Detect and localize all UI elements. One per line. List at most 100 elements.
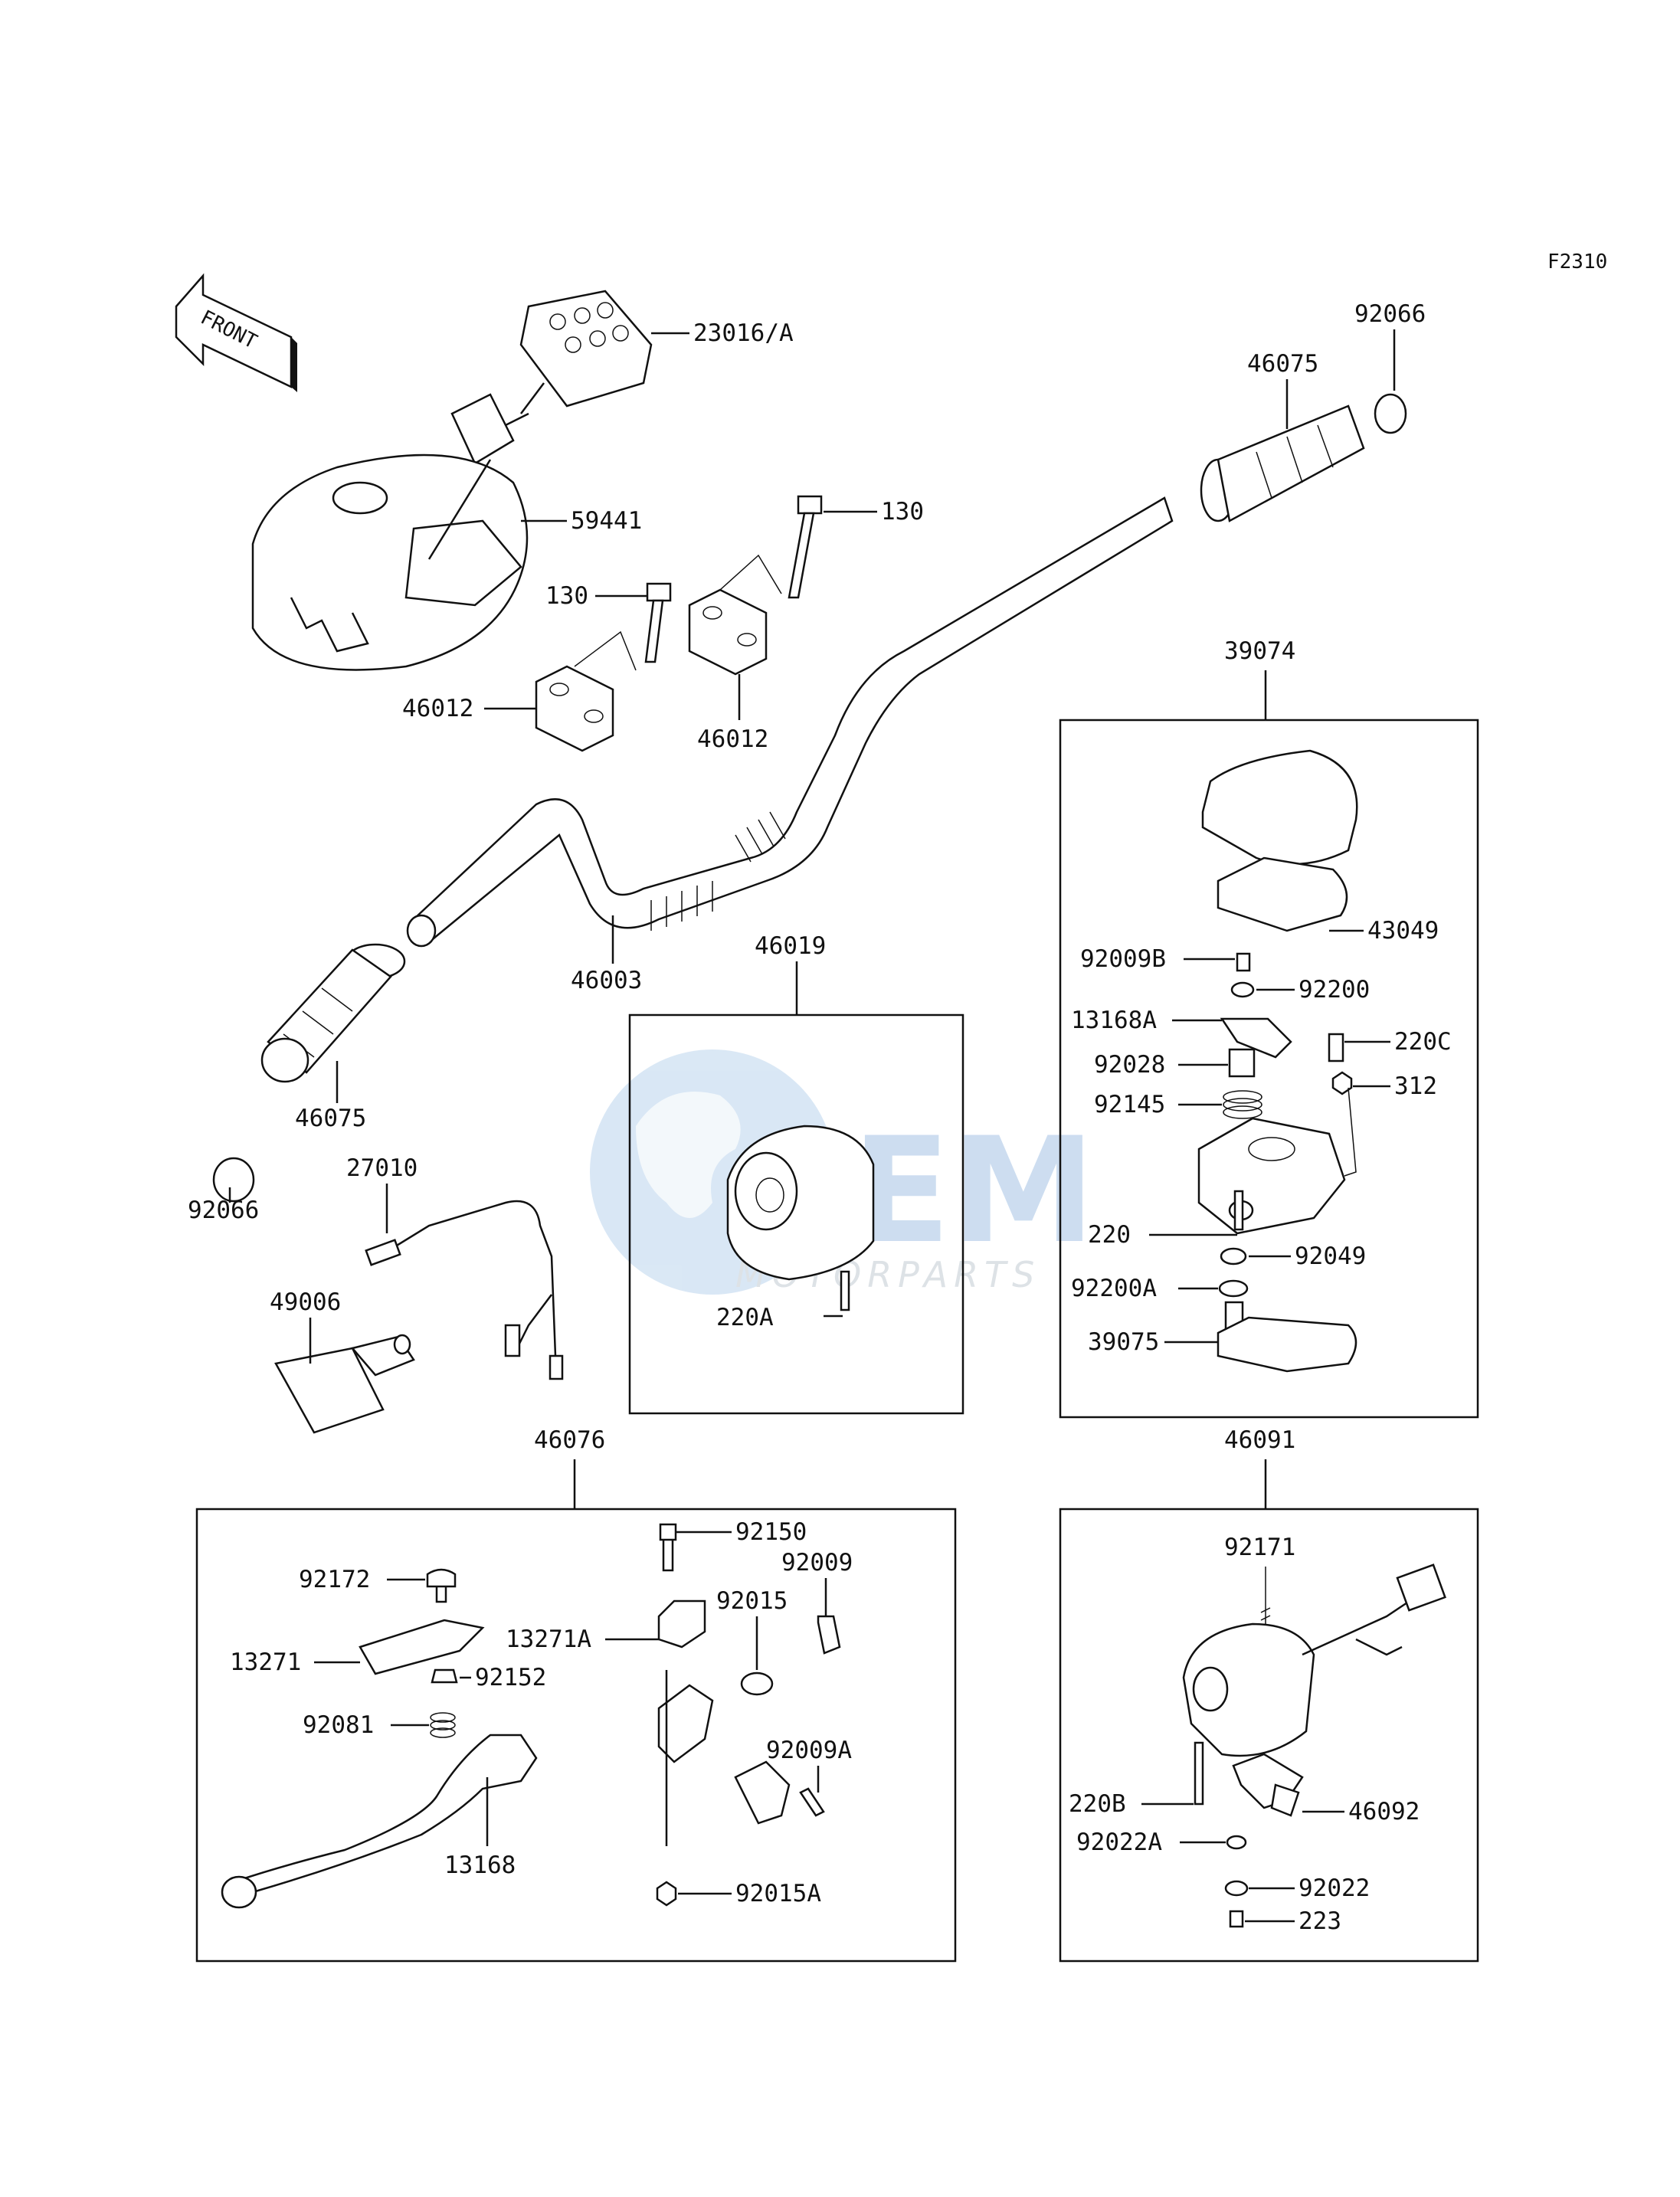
- grip-icon: [212, 943, 406, 1203]
- label-223: 223: [1298, 1907, 1341, 1935]
- label-13168: 13168: [444, 1852, 516, 1879]
- label-92200: 92200: [1298, 976, 1370, 1004]
- switch-plate-icon: [359, 1619, 485, 1675]
- bolt-icon: [1328, 1033, 1344, 1062]
- label-92081: 92081: [303, 1711, 374, 1739]
- pin-icon: [431, 1668, 458, 1684]
- label-46019: 46019: [755, 932, 826, 960]
- nut-icon: [656, 1881, 677, 1907]
- label-220c: 220C: [1394, 1028, 1452, 1056]
- label-220a: 220A: [716, 1304, 774, 1331]
- throttle-cover-icon: [1201, 749, 1358, 866]
- label-92015a: 92015A: [735, 1880, 821, 1907]
- handlebar-cover-icon: [251, 453, 529, 671]
- label-46076: 46076: [534, 1426, 605, 1454]
- figure-code: F2310: [1547, 250, 1607, 273]
- bracket-icon: [657, 1599, 706, 1649]
- label-13271a: 13271A: [506, 1626, 591, 1653]
- label-92171: 92171: [1224, 1534, 1295, 1561]
- bolt-icon: [659, 1523, 677, 1572]
- adjuster-icon: [817, 1615, 841, 1655]
- label-312: 312: [1394, 1072, 1437, 1100]
- throttle-case-icon: [1197, 1087, 1357, 1235]
- label-46075-right: 46075: [1247, 350, 1318, 378]
- throttle-housing-icon: [274, 1334, 415, 1434]
- clamp-icon: [535, 630, 637, 752]
- screw-icon: [426, 1568, 457, 1603]
- label-46003: 46003: [571, 967, 642, 994]
- label-46091: 46091: [1224, 1426, 1295, 1454]
- nut-icon: [1331, 1071, 1353, 1095]
- label-220: 220: [1088, 1221, 1131, 1249]
- label-13168a: 13168A: [1071, 1007, 1157, 1034]
- box-39074: [1059, 719, 1479, 1419]
- label-23016: 23016/A: [693, 319, 794, 347]
- lever-bracket-icon: [657, 1670, 791, 1846]
- screw-icon: [1229, 1910, 1244, 1928]
- brake-lever-icon: [221, 1734, 538, 1909]
- front-arrow-icon: FRONT: [175, 273, 297, 392]
- collar-icon: [1228, 1048, 1256, 1078]
- clamp-icon: [688, 554, 782, 676]
- adjuster-screw-icon: [799, 1787, 825, 1817]
- label-92009: 92009: [781, 1549, 853, 1577]
- label-92145: 92145: [1094, 1091, 1165, 1118]
- choke-lever-icon: [1232, 1753, 1304, 1817]
- throttle-cable-icon: [365, 1200, 564, 1380]
- label-220b: 220B: [1069, 1790, 1126, 1818]
- spring-icon: [430, 1712, 456, 1738]
- label-92152: 92152: [475, 1664, 546, 1691]
- screw-icon: [1233, 1190, 1244, 1231]
- switch-assembly-icon: [1182, 1563, 1446, 1757]
- label-92049: 92049: [1295, 1243, 1366, 1270]
- label-92172: 92172: [299, 1566, 370, 1593]
- spring-icon: [1223, 1090, 1262, 1119]
- throttle-lever-icon: [1217, 1301, 1357, 1373]
- label-92009a: 92009A: [766, 1737, 852, 1764]
- label-92015: 92015: [716, 1587, 788, 1615]
- washer-icon: [1226, 1835, 1247, 1850]
- label-13271: 13271: [230, 1649, 301, 1676]
- label-46012-right: 46012: [697, 725, 768, 753]
- label-92200a: 92200A: [1071, 1275, 1157, 1302]
- label-46092: 46092: [1348, 1798, 1420, 1825]
- switch-housing-icon: [726, 1125, 875, 1281]
- label-92022a: 92022A: [1076, 1829, 1162, 1856]
- label-92066-left: 92066: [188, 1197, 259, 1224]
- washer-icon: [1218, 1279, 1249, 1298]
- bolt-icon: [788, 495, 823, 599]
- label-46075-left: 46075: [295, 1105, 366, 1132]
- box-46076: [195, 1508, 957, 1963]
- label-92022: 92022: [1298, 1874, 1370, 1902]
- label-46012-left: 46012: [402, 695, 473, 722]
- box-46091: [1059, 1508, 1479, 1963]
- label-39075: 39075: [1088, 1328, 1159, 1356]
- label-49006: 49006: [270, 1288, 341, 1316]
- cover-pad-icon: [1217, 856, 1348, 932]
- screw-icon: [1236, 952, 1251, 972]
- label-130-left: 130: [545, 582, 588, 610]
- washer-icon: [1224, 1880, 1249, 1897]
- handlebar-icon: [406, 496, 1174, 948]
- washer-icon: [1220, 1247, 1247, 1265]
- connector-block-icon: [450, 290, 653, 465]
- label-92009b: 92009B: [1080, 945, 1166, 973]
- lever-plate-icon: [1220, 1017, 1292, 1059]
- label-43049: 43049: [1367, 917, 1439, 945]
- box-46019: [628, 1013, 964, 1415]
- bolt-icon: [644, 582, 672, 663]
- washer-icon: [1230, 981, 1255, 998]
- label-92028: 92028: [1094, 1051, 1165, 1079]
- label-27010: 27010: [346, 1154, 418, 1182]
- screw-icon: [1194, 1741, 1204, 1806]
- label-92150: 92150: [735, 1518, 807, 1546]
- label-39074: 39074: [1224, 637, 1295, 665]
- label-59441: 59441: [571, 507, 642, 535]
- grip-icon: [1200, 393, 1407, 522]
- label-92066-right: 92066: [1354, 300, 1426, 328]
- label-130-right: 130: [881, 498, 924, 526]
- nut-icon: [740, 1671, 774, 1696]
- screw-icon: [840, 1270, 850, 1311]
- label-leader-92171: [1260, 1567, 1271, 1624]
